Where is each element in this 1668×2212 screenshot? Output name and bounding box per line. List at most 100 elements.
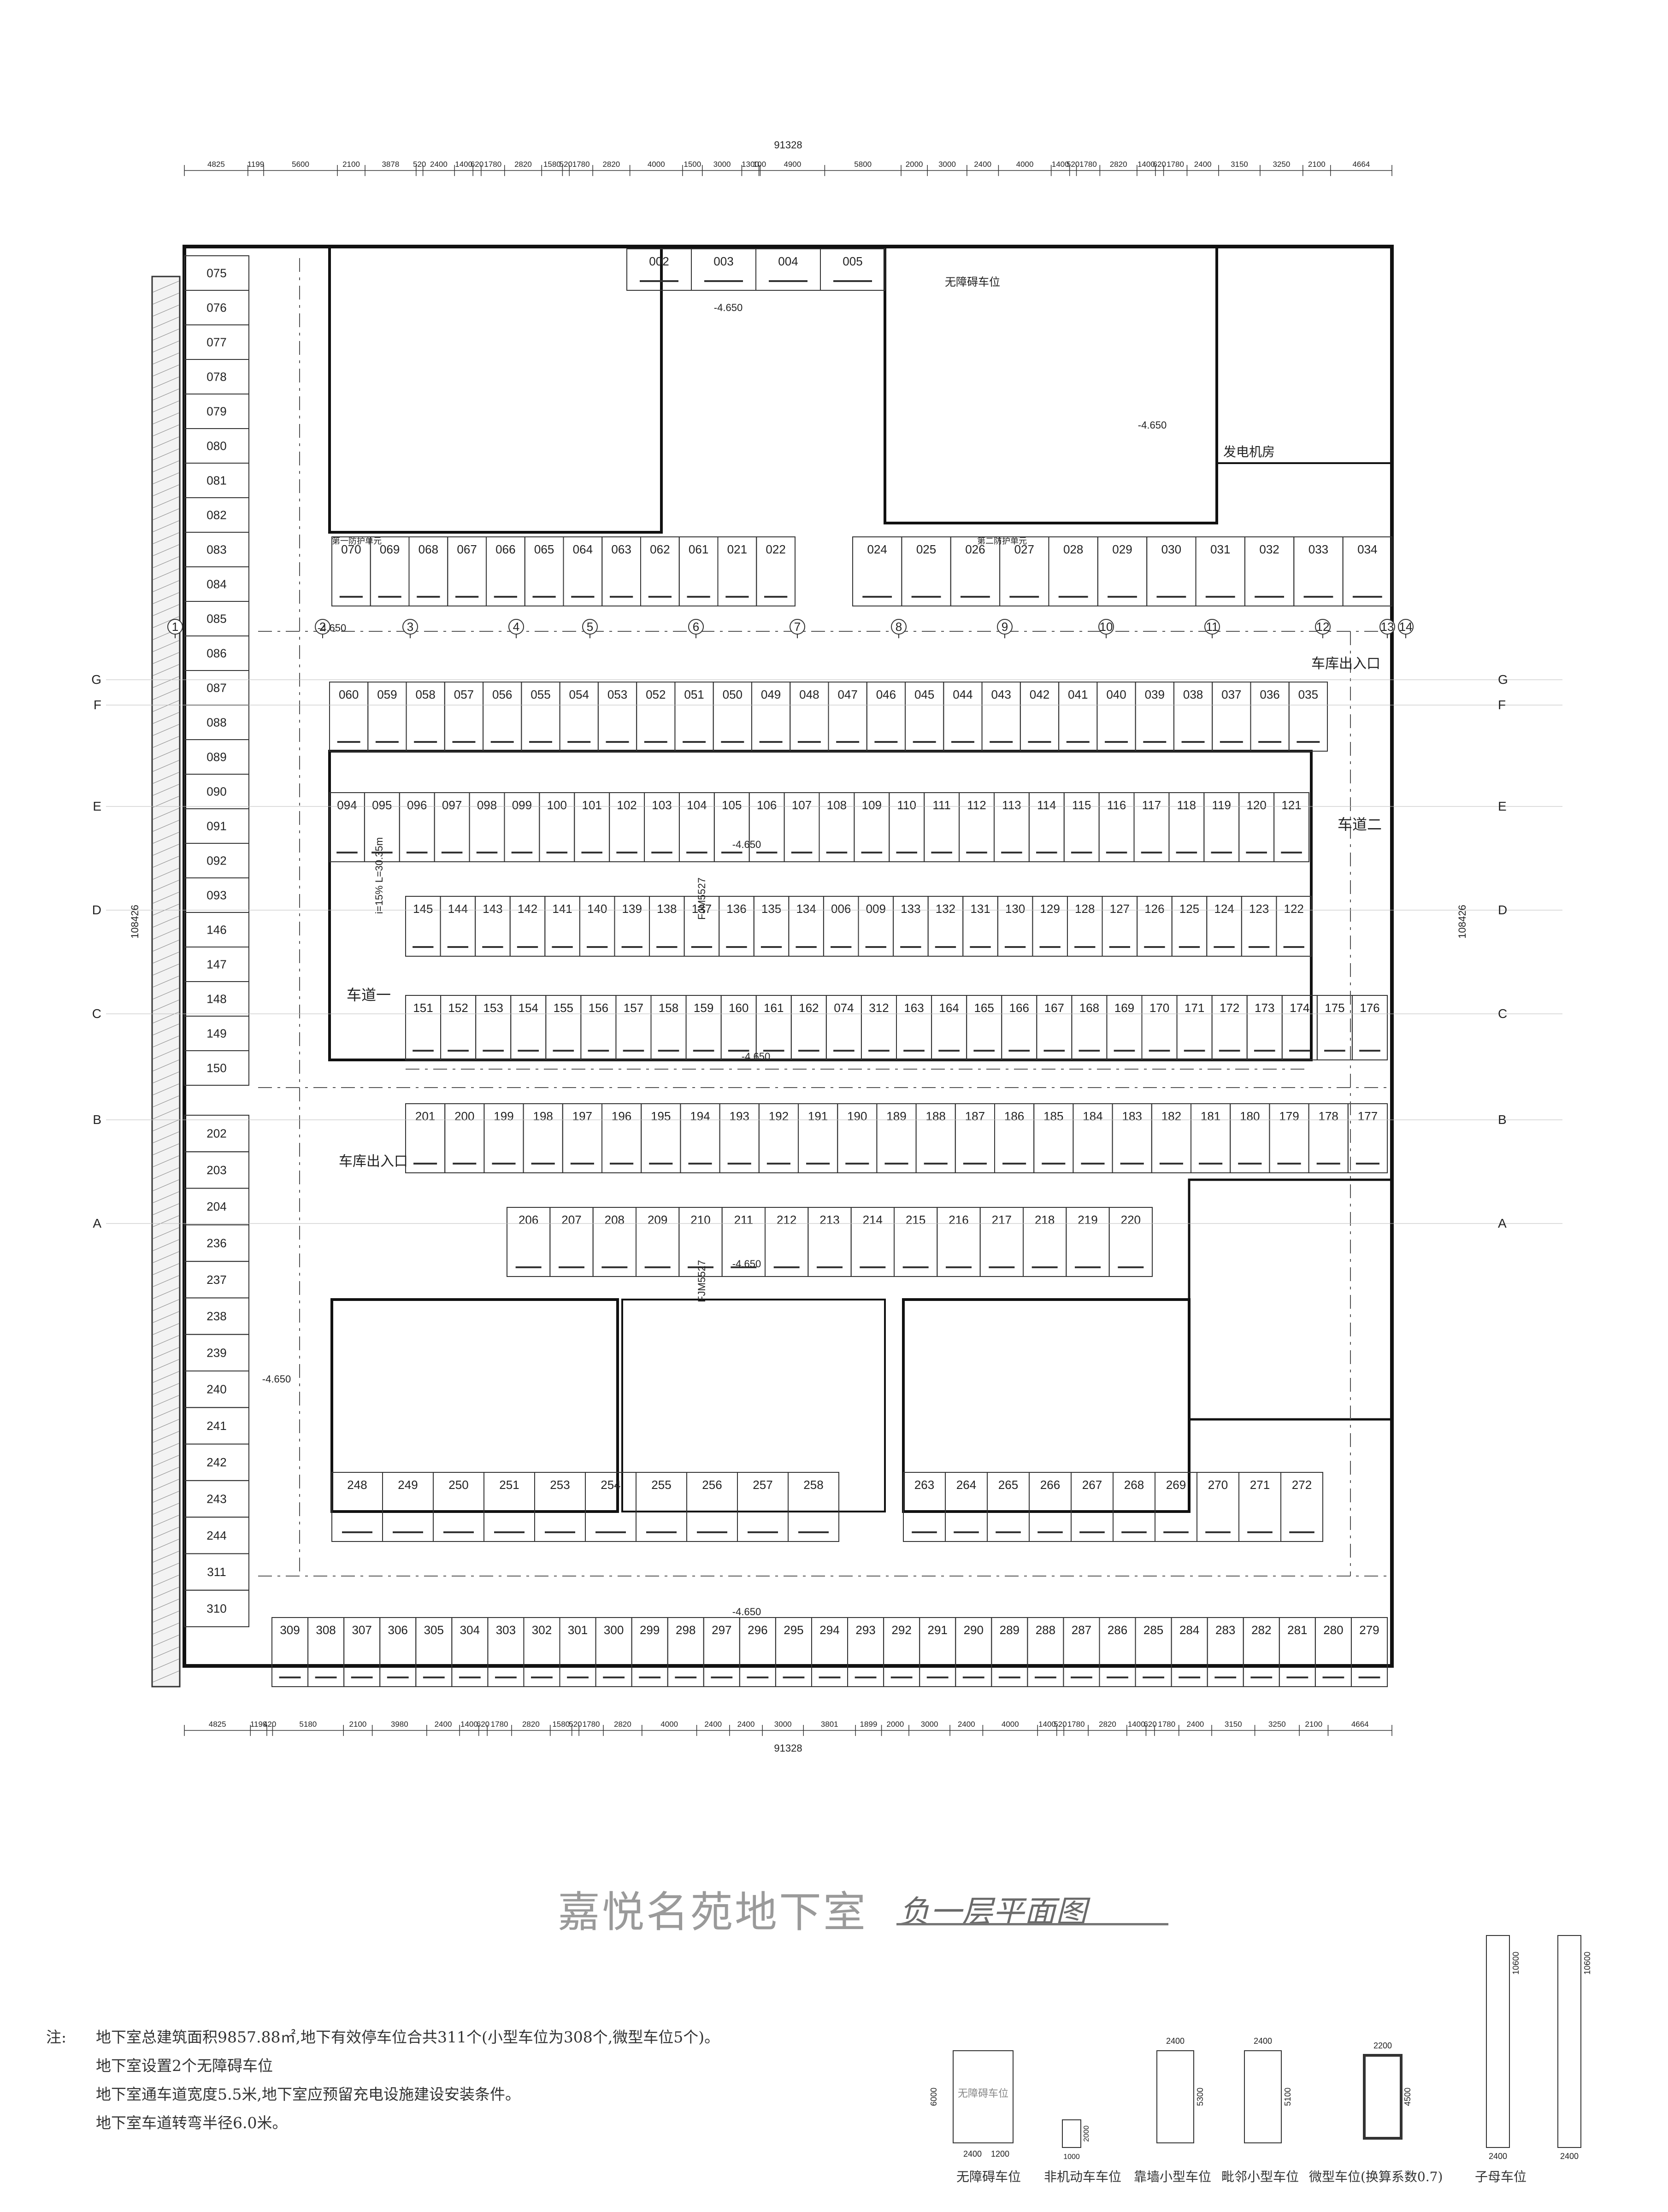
row-a-stall-label: 215 (906, 1213, 925, 1227)
row-upper-east-stall-label: 028 (1063, 542, 1083, 556)
legend-dim-tandem-h2: 10600 (1583, 1952, 1592, 1975)
bottom-dim-value: 2820 (1099, 1720, 1116, 1729)
legend-label-micro: 微型车位(换算系数0.7) (1309, 2169, 1443, 2184)
row-bottom-stall-label: 287 (1072, 1623, 1091, 1637)
row-c-stall-label: 171 (1185, 1001, 1204, 1015)
bottom-dim-value: 3000 (774, 1720, 792, 1729)
row-b-stall-label: 179 (1279, 1109, 1299, 1123)
row-bottom-stall-label: 298 (676, 1623, 695, 1637)
row-b-stall (1347, 1103, 1388, 1173)
core-south-mid (621, 1299, 886, 1512)
top-dim-value: 4664 (1352, 160, 1370, 169)
ramp-hatch (153, 329, 179, 341)
row-c-stall-label: 155 (554, 1001, 573, 1015)
row-b-stall-label: 178 (1319, 1109, 1338, 1123)
top-dim-value: 1400 (1052, 160, 1069, 169)
row-b-stall-label: 200 (454, 1109, 474, 1123)
legend-dim-bicycle-w: 1000 (1063, 2153, 1080, 2161)
row-upper-east-stall-label: 034 (1357, 542, 1377, 556)
ramp-hatch (153, 412, 179, 424)
row-c-stall-label: 154 (519, 1001, 538, 1015)
elevation-mark-4: -4.650 (732, 1258, 761, 1270)
col-west-stall-label: 084 (206, 577, 226, 591)
legend-label-accessible: 无障碍车位 (956, 2169, 1021, 2184)
col-west-stall-label: 147 (206, 958, 226, 971)
row-b-stall-label: 195 (651, 1109, 671, 1123)
row-lower-west-stall (788, 1472, 839, 1542)
row-f-stall-label: 044 (953, 688, 973, 701)
ramp-hatch (153, 1371, 179, 1383)
row-b-stall-label: 201 (415, 1109, 435, 1123)
row-c-stall-label: 153 (483, 1001, 503, 1015)
ramp-hatch (153, 1203, 179, 1215)
col-west-stall-label: 077 (206, 335, 226, 349)
top-dim-value: 1580 (543, 160, 561, 169)
ramp-hatch (153, 1071, 179, 1083)
row-upper-east-stall-label: 031 (1210, 542, 1230, 556)
ramp-hatch (153, 1155, 179, 1167)
row-b-stall-label: 192 (769, 1109, 789, 1123)
title-block: 嘉悦名苑地下室 负一层平面图 (558, 1878, 1168, 1937)
row-upper-west-stall-label: 022 (766, 542, 785, 556)
axis-bubble-10 (1098, 619, 1114, 635)
row-e-stall-label: 109 (862, 798, 882, 812)
row-e-stall-label: 116 (1107, 798, 1126, 812)
row-d-stall-label: 128 (1075, 902, 1095, 916)
col-west-stall-label: 078 (206, 370, 226, 384)
row-a-stall (1108, 1207, 1153, 1277)
col-west-stall-label: 079 (206, 405, 226, 418)
fire-door-label-1: FJM5527 (696, 877, 707, 920)
row-b-stall-label: 181 (1201, 1109, 1220, 1123)
row-e-stall-label: 117 (1142, 798, 1161, 812)
ramp-hatch (153, 1623, 179, 1635)
top-dim-value: 2100 (342, 160, 360, 169)
bottom-dim-value: 1580 (552, 1720, 570, 1729)
ramp-hatch (153, 1359, 179, 1371)
notes-label: 注: (46, 2028, 67, 2046)
row-c-stall-label: 173 (1255, 1001, 1274, 1015)
row-d-stall-label: 125 (1179, 902, 1199, 916)
ramp-hatch (153, 592, 179, 604)
bottom-dim-value: 520 (569, 1720, 582, 1729)
row-c-stall-label: 170 (1149, 1001, 1169, 1015)
bottom-dim-value: 1400 (460, 1720, 478, 1729)
ramp-hatch (153, 1635, 179, 1647)
axis-number-7: 7 (794, 620, 801, 634)
row-lower-east-stall-label: 265 (998, 1478, 1018, 1492)
row-e-stall-label: 098 (477, 798, 497, 812)
row-f-stall-label: 038 (1183, 688, 1203, 701)
ramp-hatch (153, 508, 179, 520)
row-bottom-stall-label: 292 (891, 1623, 911, 1637)
row-f-stall-label: 042 (1030, 688, 1049, 701)
ramp-hatch (153, 988, 179, 1000)
row-bottom-stall-label: 280 (1323, 1623, 1343, 1637)
ramp-hatch (153, 1239, 179, 1251)
bottom-dim-value: 4825 (209, 1720, 226, 1729)
row-a-stall-label: 217 (992, 1213, 1012, 1227)
ramp-hatch (153, 1395, 179, 1407)
row-b-stall-label: 189 (886, 1109, 906, 1123)
bottom-dim-value: 1400 (1128, 1720, 1145, 1729)
legend-dim-adjacent-w: 2400 (1254, 2036, 1272, 2046)
top-dim-value: 620 (1153, 160, 1166, 169)
row-lower-east-stall-label: 266 (1040, 1478, 1060, 1492)
legend-dim-tandem-h1: 10600 (1511, 1952, 1521, 1975)
ramp-hatch (153, 568, 179, 580)
note-line-1: 地下室总建筑面积9857.88㎡,地下有效停车位合共311个(小型车位为308个… (96, 2028, 720, 2046)
row-upper-west-stall-label: 021 (727, 542, 747, 556)
row-d-stall-label: 134 (796, 902, 816, 916)
legend-label-adjacent-small: 毗邻小型车位 (1221, 2169, 1299, 2184)
ramp-hatch (153, 556, 179, 568)
row-lower-west-stall-label: 250 (448, 1478, 468, 1492)
row-c-stall-label: 312 (869, 1001, 889, 1015)
ramp-hatch (153, 1107, 179, 1119)
bottom-dim-value: 3980 (391, 1720, 408, 1729)
row-bottom-stall-label: 300 (604, 1623, 624, 1637)
ramp-hatch (153, 1035, 179, 1047)
top-dim-value: 1780 (484, 160, 501, 169)
bottom-dim-value: 1780 (1067, 1720, 1085, 1729)
row-b-stall-label: 197 (572, 1109, 592, 1123)
ramp-hatch (153, 400, 179, 412)
row-e-stall-label: 119 (1212, 798, 1231, 812)
ramp-hatch (153, 1515, 179, 1527)
